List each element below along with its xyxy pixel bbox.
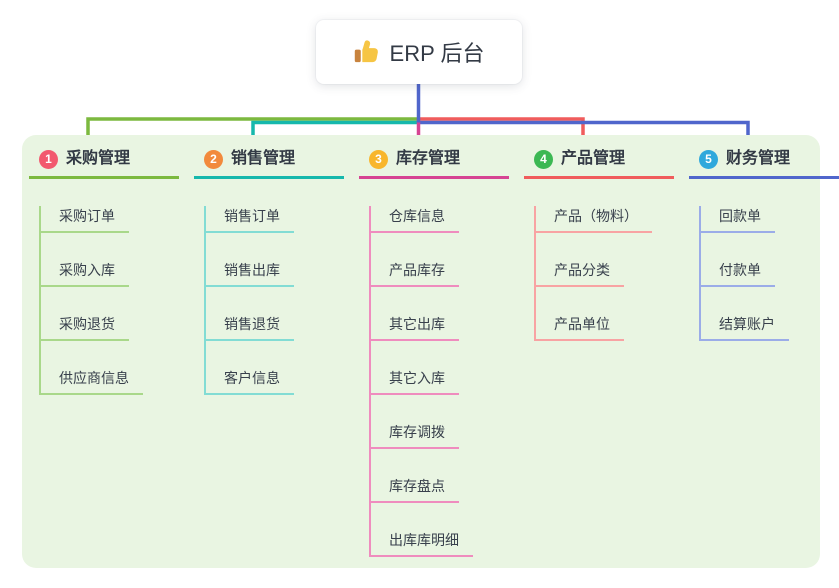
branch-title: 采购管理 [66, 150, 131, 167]
branch-header[interactable]: 2 销售管理 [194, 145, 344, 179]
root-node-erp[interactable]: ERP 后台 [316, 20, 522, 84]
child-node[interactable]: 采购订单 [41, 206, 129, 233]
child-node[interactable]: 销售订单 [206, 206, 294, 233]
child-node[interactable]: 销售退货 [206, 314, 294, 341]
branch-title: 产品管理 [561, 150, 626, 167]
branch-number-badge: 3 [369, 149, 388, 169]
child-node[interactable]: 采购入库 [41, 260, 129, 287]
child-node[interactable]: 结算账户 [701, 314, 789, 341]
child-node[interactable]: 采购退货 [41, 314, 129, 341]
branch-header[interactable]: 1 采购管理 [29, 145, 179, 179]
branch-children: 销售订单销售出库销售退货客户信息 [204, 206, 294, 395]
child-node[interactable]: 产品单位 [536, 314, 624, 341]
child-node[interactable]: 出库库明细 [371, 530, 473, 557]
branch-children: 产品（物料） 产品分类产品单位 [534, 206, 652, 341]
branch-column-4: 4 产品管理 产品（物料） 产品分类产品单位 [524, 145, 686, 341]
branch-header[interactable]: 5 财务管理 [689, 145, 839, 179]
mindmap-panel: 1 采购管理 采购订单采购入库采购退货供应商信息 2 销售管理 销售订单销售出库… [22, 135, 839, 568]
branch-number-badge: 5 [699, 149, 718, 169]
branch-header[interactable]: 4 产品管理 [524, 145, 674, 179]
root-node-title: ERP 后台 [389, 41, 485, 66]
branch-column-3: 3 库存管理 仓库信息产品库存其它出库其它入库库存调拨库存盘点出库库明细 [359, 145, 521, 557]
branch-column-1: 1 采购管理 采购订单采购入库采购退货供应商信息 [29, 145, 191, 395]
branch-column-5: 5 财务管理 回款单付款单结算账户 [689, 145, 839, 341]
branch-children: 采购订单采购入库采购退货供应商信息 [39, 206, 143, 395]
branch-number-badge: 1 [39, 149, 58, 169]
branch-title: 财务管理 [726, 150, 791, 167]
child-node[interactable]: 产品分类 [536, 260, 624, 287]
child-node[interactable]: 库存调拨 [371, 422, 459, 449]
branch-header[interactable]: 3 库存管理 [359, 145, 509, 179]
child-node[interactable]: 销售出库 [206, 260, 294, 287]
branch-title: 库存管理 [396, 150, 461, 167]
child-node[interactable]: 仓库信息 [371, 206, 459, 233]
child-node[interactable]: 产品（物料） [536, 206, 652, 233]
child-node[interactable]: 其它出库 [371, 314, 459, 341]
child-node[interactable]: 回款单 [701, 206, 775, 233]
branch-number-badge: 4 [534, 149, 553, 169]
child-node[interactable]: 产品库存 [371, 260, 459, 287]
child-node[interactable]: 付款单 [701, 260, 775, 287]
thumbs-up-icon [354, 39, 380, 65]
branch-number-badge: 2 [204, 149, 223, 169]
child-node[interactable]: 供应商信息 [41, 368, 143, 395]
branch-title: 销售管理 [231, 150, 296, 167]
child-node[interactable]: 其它入库 [371, 368, 459, 395]
child-node[interactable]: 库存盘点 [371, 476, 459, 503]
branch-children: 仓库信息产品库存其它出库其它入库库存调拨库存盘点出库库明细 [369, 206, 473, 557]
branch-children: 回款单付款单结算账户 [699, 206, 789, 341]
branch-column-2: 2 销售管理 销售订单销售出库销售退货客户信息 [194, 145, 356, 395]
child-node[interactable]: 客户信息 [206, 368, 294, 395]
